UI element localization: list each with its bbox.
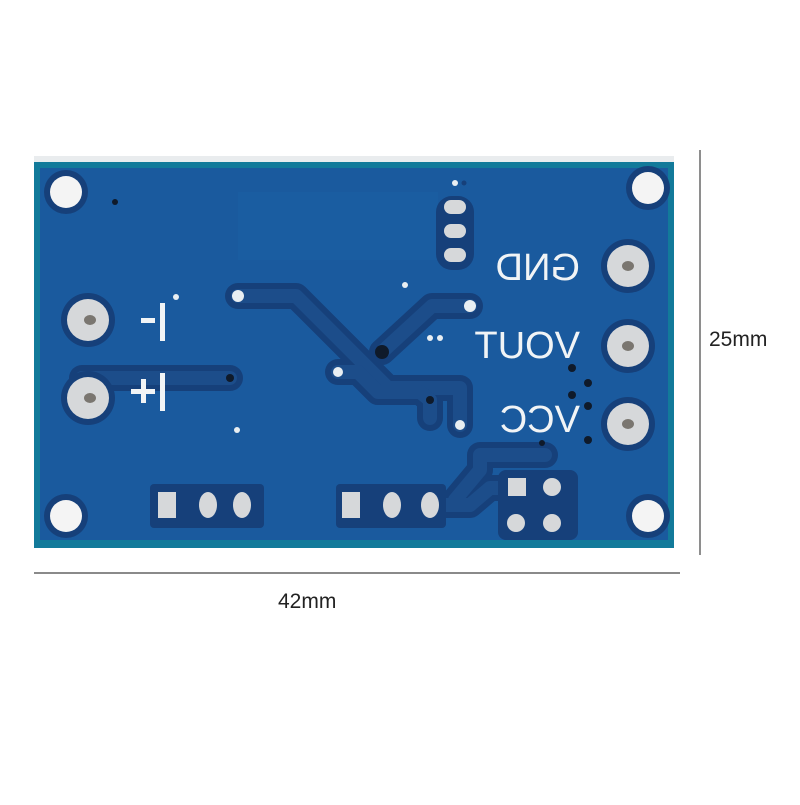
bottom-pads — [150, 470, 578, 540]
silk-left-labels — [131, 303, 165, 411]
silk-minus-bar — [160, 303, 165, 341]
silk-plus-v — [141, 379, 146, 403]
mounting-holes — [44, 166, 670, 538]
header-pins-top — [436, 180, 474, 270]
left-terminals — [61, 293, 115, 425]
mount-hole-bottom-right — [632, 500, 664, 532]
height-dimension-label: 25mm — [709, 328, 768, 351]
silk-gnd: GND — [496, 247, 580, 289]
silk-plus-bar — [160, 373, 165, 411]
pcb-shade-region — [238, 192, 438, 260]
silk-minus-sign — [141, 318, 155, 323]
pcb-top-edge — [34, 156, 674, 162]
silk-vout: VOUT — [474, 325, 580, 367]
right-terminals — [601, 239, 655, 451]
mount-hole-bottom-left — [50, 500, 82, 532]
width-dimension-label: 42mm — [278, 590, 337, 613]
vias — [112, 199, 592, 446]
mount-hole-top-right — [632, 172, 664, 204]
silk-right-labels: GND VOUT VCC — [474, 247, 580, 441]
silk-vcc: VCC — [500, 399, 580, 441]
mount-hole-top-left — [50, 176, 82, 208]
